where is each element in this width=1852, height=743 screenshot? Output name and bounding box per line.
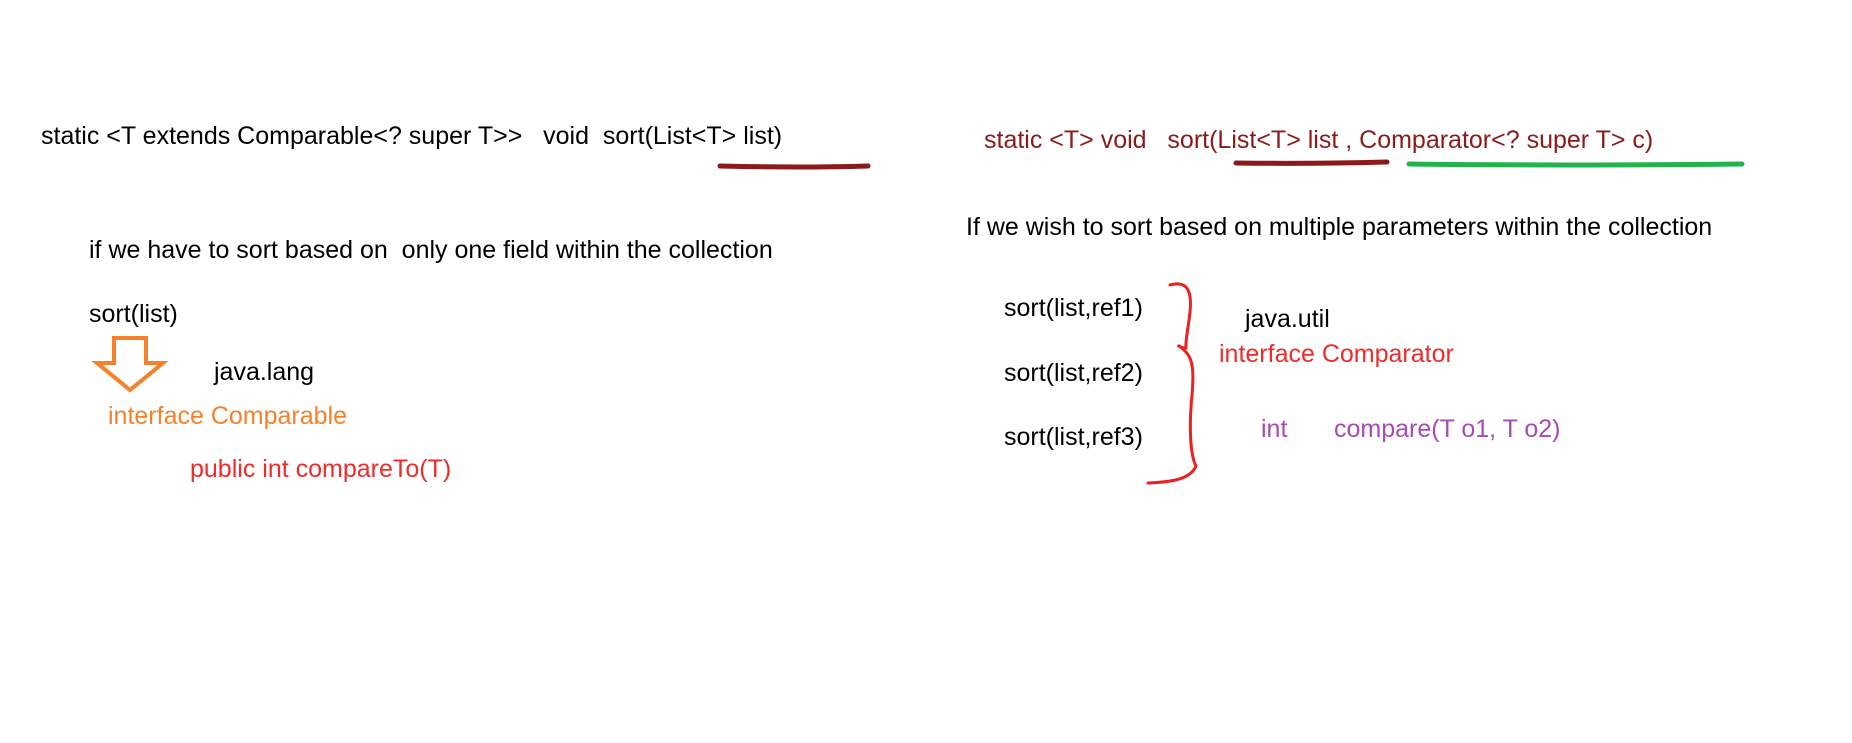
right-comparator-underline (1406, 161, 1745, 168)
right-package: java.util (1245, 305, 1330, 333)
right-sort-call-1: sort(list,ref1) (1004, 294, 1143, 322)
right-signature-sep: , (1338, 126, 1360, 154)
right-signature: static <T> void sort(List<T> list , Comp… (984, 128, 1653, 153)
left-package: java.lang (214, 358, 315, 386)
left-interface: interface Comparable (108, 402, 348, 430)
right-return-type: int (1261, 415, 1288, 443)
left-sort-call: sort(list) (89, 300, 178, 328)
right-sort-call-3: sort(list,ref3) (1004, 423, 1143, 451)
right-sort-call-2: sort(list,ref2) (1004, 359, 1143, 387)
left-signature-underline (717, 163, 871, 170)
down-arrow-icon (91, 336, 169, 393)
right-description: If we wish to sort based on multiple par… (966, 213, 1713, 241)
right-signature-comparator: Comparator<? super T> c) (1359, 126, 1654, 154)
right-method: compare(T o1, T o2) (1334, 415, 1561, 443)
right-interface: interface Comparator (1219, 340, 1454, 368)
left-method: public int compareTo(T) (190, 455, 452, 483)
right-signature-prefix: static <T> void sort( (984, 126, 1218, 154)
right-signature-list: List<T> list (1217, 126, 1339, 154)
left-description: if we have to sort based on only one fie… (89, 236, 773, 264)
left-signature: static <T extends Comparable<? super T>>… (41, 122, 783, 150)
curly-brace-icon (1146, 282, 1198, 485)
right-list-underline (1233, 159, 1390, 166)
